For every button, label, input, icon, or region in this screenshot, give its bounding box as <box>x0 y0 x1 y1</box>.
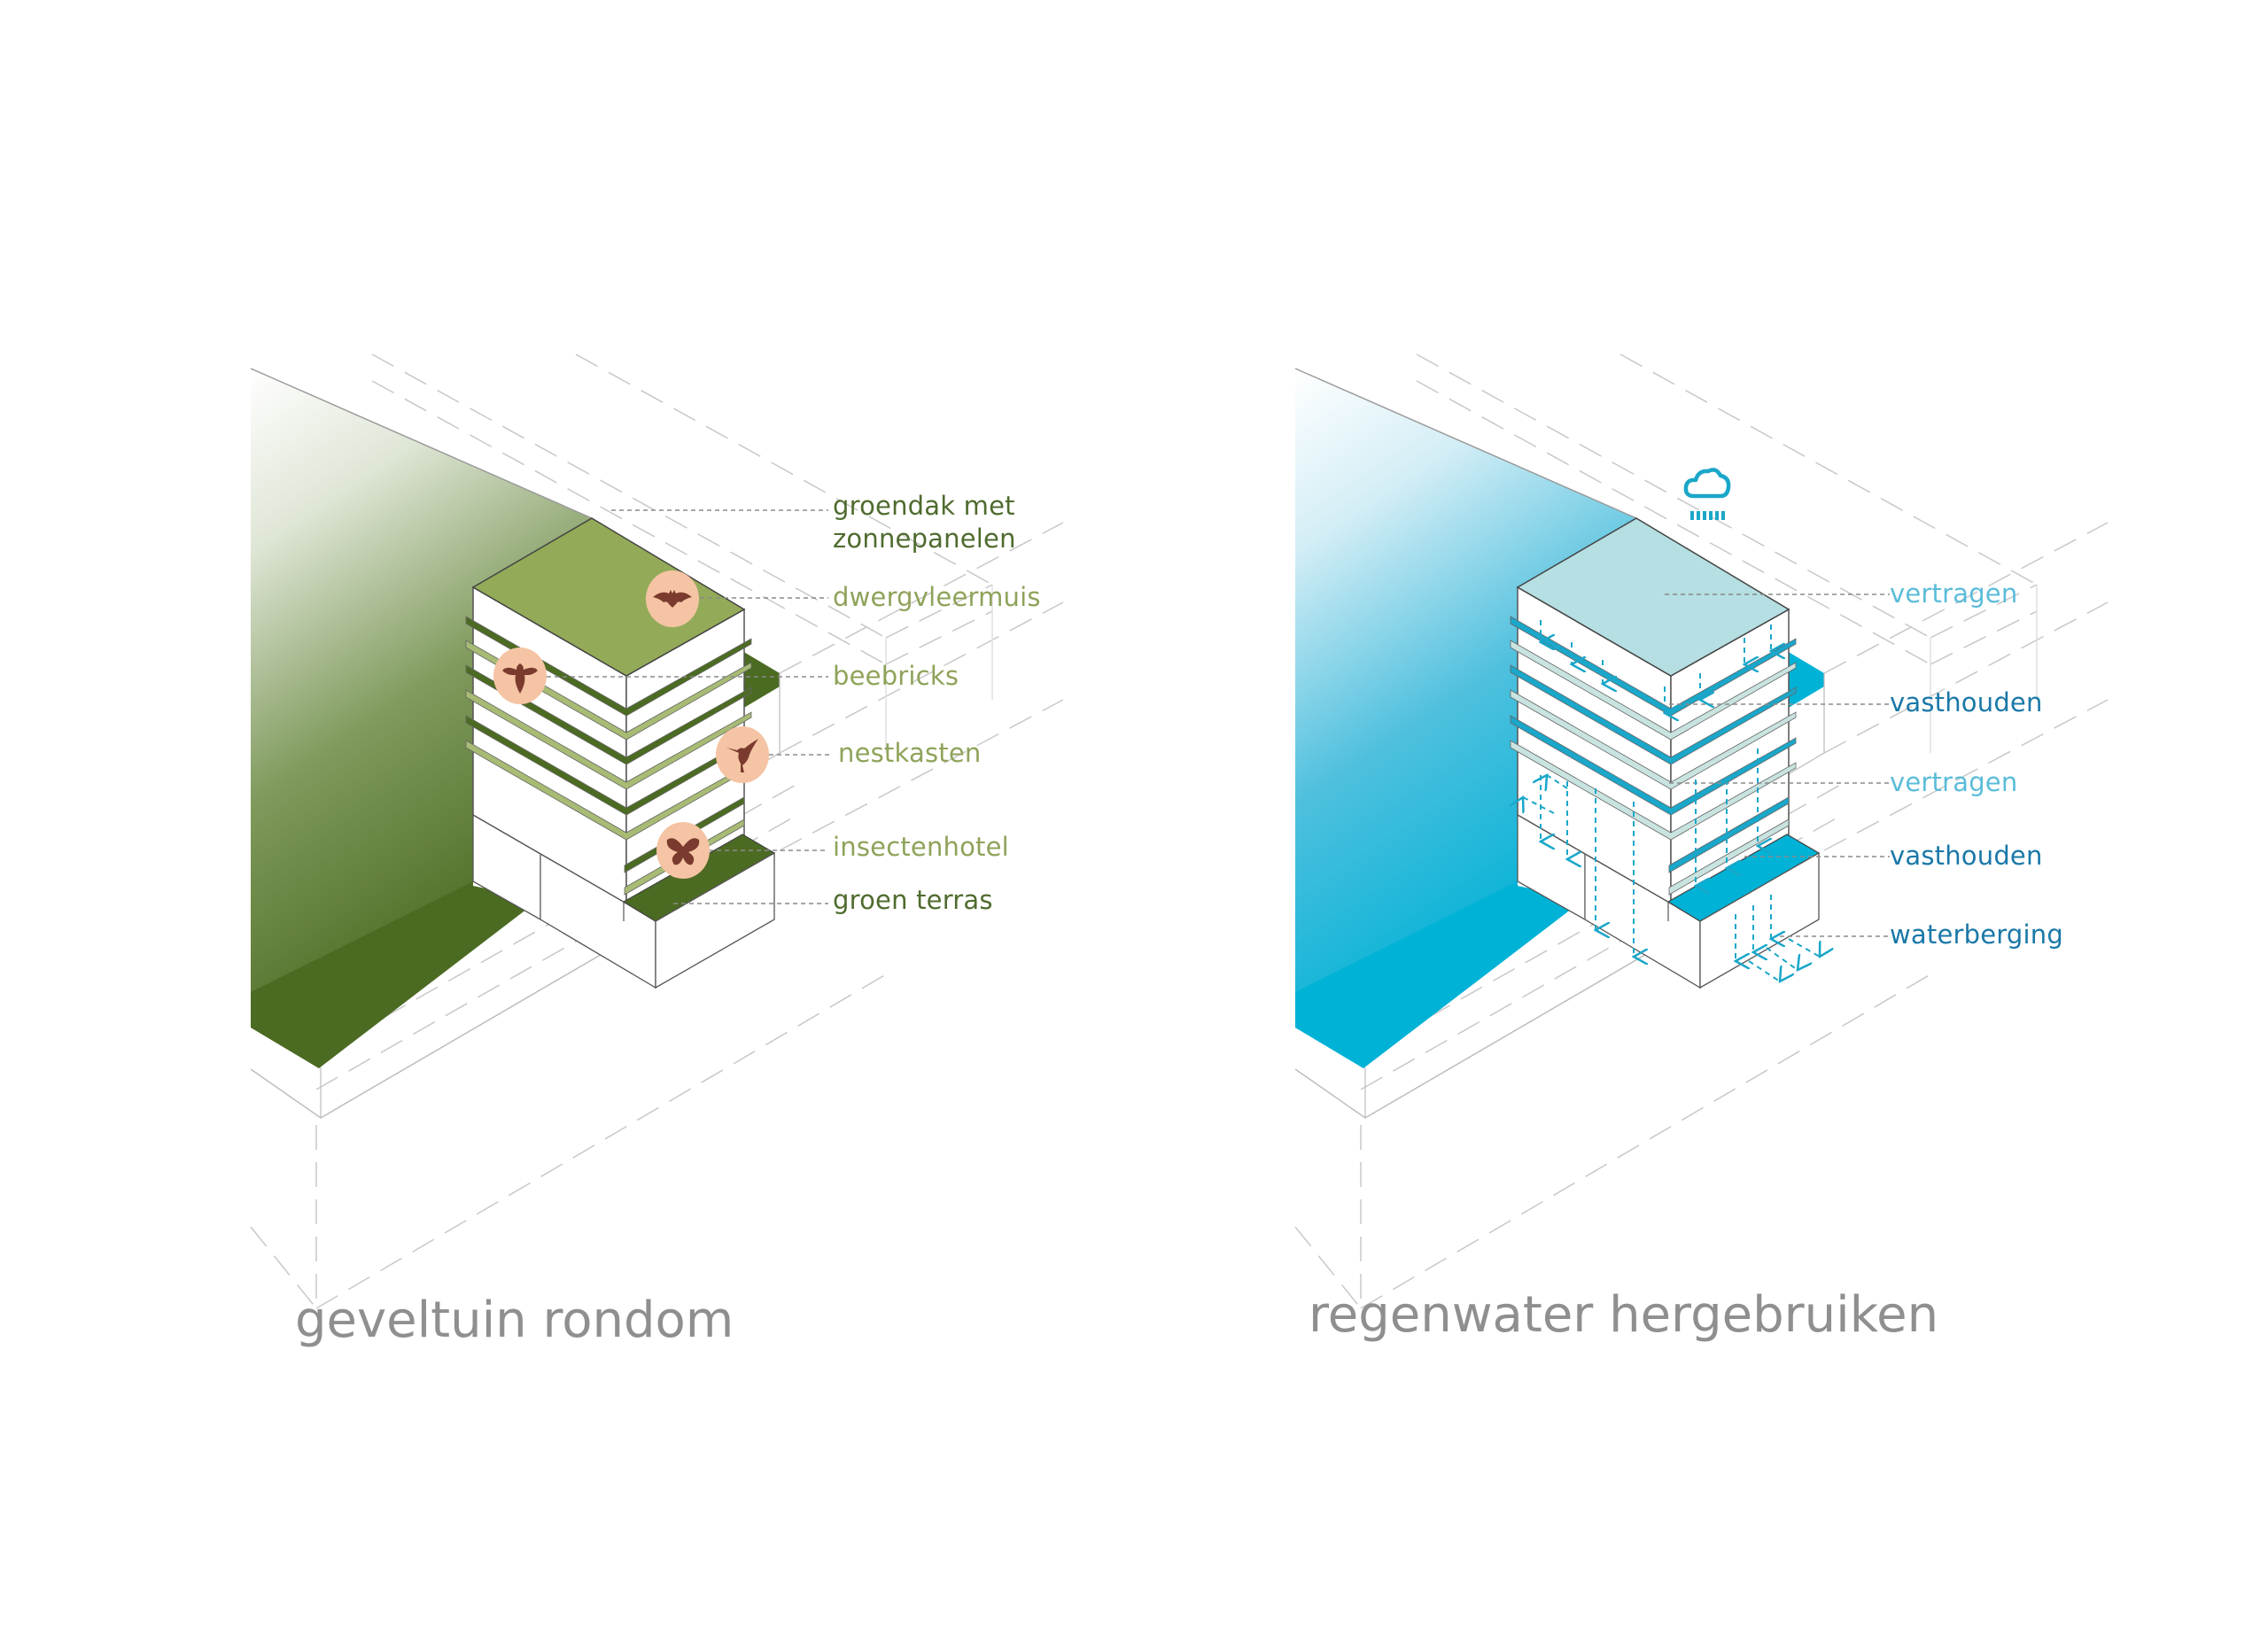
panel-title-geveltuin: geveltuin rondom <box>295 1292 734 1349</box>
panel-geveltuin <box>250 353 1064 1309</box>
floor-slab <box>1510 689 1797 790</box>
floor-slab <box>1510 640 1797 741</box>
label-groen-terras: groen terras <box>833 885 993 915</box>
site-dashed-line <box>1360 974 1931 1309</box>
water-flow-arrow <box>1748 960 1780 981</box>
site-dashed-line <box>779 601 1064 754</box>
terrace-box-face <box>655 851 775 989</box>
label-waterberging: waterberging <box>1890 919 2063 950</box>
water-flow-arrow <box>1788 938 1820 957</box>
panel-regenwater <box>1294 353 2109 1309</box>
site-dashed-line <box>1416 380 1931 665</box>
butterfly-icon <box>656 822 710 879</box>
label-nestkasten: nestkasten <box>838 738 982 768</box>
site-dashed-line <box>1823 601 2109 754</box>
floor-slab <box>465 640 752 741</box>
site-dashed-line <box>1294 1226 1362 1309</box>
site-dashed-line <box>371 380 887 665</box>
roof <box>1516 517 1790 677</box>
rain-cloud-icon <box>1683 468 1731 520</box>
label-vasthouden-terrace: vasthouden <box>1890 841 2043 871</box>
floor-slab <box>1510 715 1797 816</box>
hummingbird-icon-glyph <box>726 739 758 772</box>
ground-surface-lower <box>251 881 473 1068</box>
water-flow-arrow <box>1547 775 1568 788</box>
floor-slab <box>465 616 752 717</box>
bat-icon <box>646 570 699 627</box>
site-dashed-line <box>315 974 887 1309</box>
site-dashed-line <box>885 610 993 665</box>
site-dashed-line <box>1416 353 1931 639</box>
label-vertragen-facade: vertragen <box>1890 767 2018 797</box>
label-zonnepanelen: zonnepanelen <box>833 524 1016 554</box>
lower-slab <box>1668 796 1790 873</box>
floor-slab <box>1510 740 1797 841</box>
label-groendak: groendak met <box>833 491 1015 521</box>
water-flow-arrow <box>1766 947 1798 970</box>
cloud-outline <box>1683 468 1731 499</box>
terrace-box-face <box>1699 851 1820 989</box>
site-dashed-line <box>1619 353 2038 586</box>
bee-icon-glyph <box>502 658 538 694</box>
label-dwergvleermuis: dwergvleermuis <box>833 582 1041 612</box>
back-terrace <box>1787 651 1824 709</box>
label-vertragen-roof: vertragen <box>1890 578 2018 609</box>
site-dashed-line <box>250 1226 317 1309</box>
label-insectenhotel: insectenhotel <box>833 832 1009 862</box>
back-block-outline <box>1786 673 1825 776</box>
neighbour-facade-gradient <box>1295 368 1636 1014</box>
floor-slab <box>465 664 752 765</box>
site-dashed-line <box>779 522 1064 674</box>
site-dashed-line <box>1823 522 2109 674</box>
hummingbird-icon <box>716 726 769 783</box>
site-dashed-line <box>885 584 993 639</box>
outline-line <box>1294 368 1637 519</box>
ground-surface-lower <box>1295 881 1518 1068</box>
site-dashed-line <box>575 353 993 586</box>
site-dashed-line <box>1930 610 2038 665</box>
bat-icon-glyph <box>653 590 692 608</box>
site-dashed-line <box>1930 584 2038 639</box>
bee-icon <box>493 648 547 704</box>
neighbour-facade-gradient <box>251 368 592 1014</box>
label-beebricks: beebricks <box>833 661 959 691</box>
outline-line <box>250 368 593 519</box>
site-dashed-line <box>779 699 1064 851</box>
floor-slab <box>465 689 752 790</box>
floor-slab <box>1510 664 1797 765</box>
site-dashed-line <box>371 353 887 639</box>
site-dashed-line <box>1823 699 2109 851</box>
panel-title-regenwater: regenwater hergebruiken <box>1309 1286 1939 1344</box>
label-vasthouden-facade: vasthouden <box>1890 687 2043 718</box>
back-terrace <box>742 651 780 709</box>
roof <box>471 517 746 677</box>
butterfly-icon-glyph <box>666 838 700 865</box>
